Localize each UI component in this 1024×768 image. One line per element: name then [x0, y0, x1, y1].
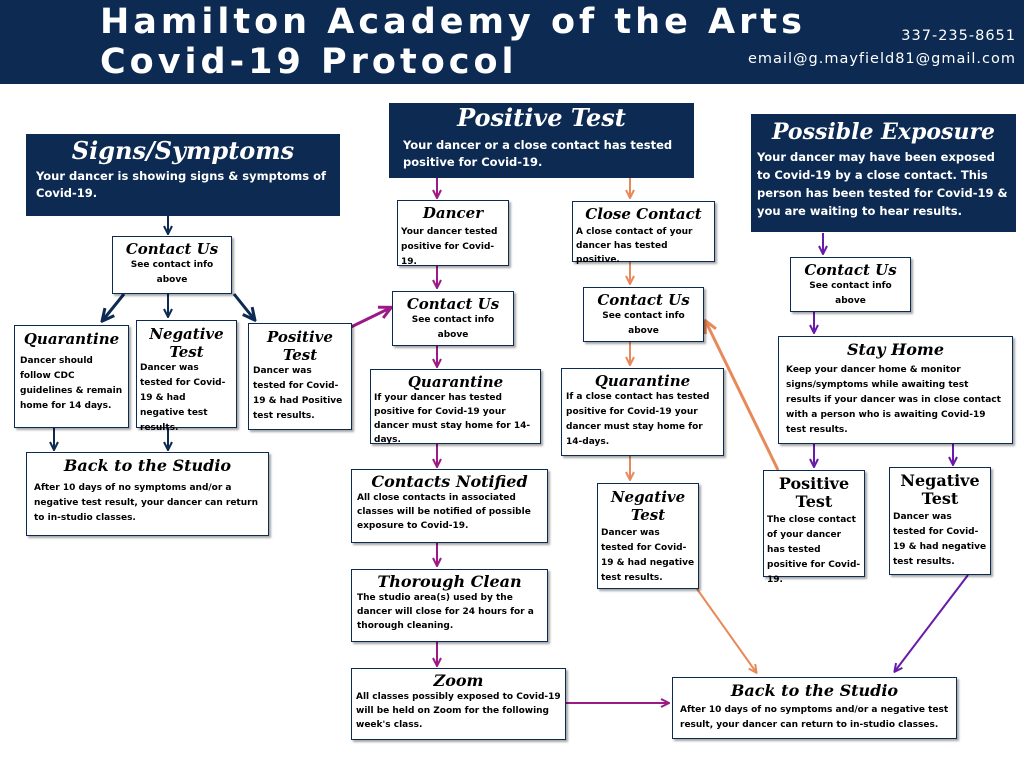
dancer-quarantine-box: Quarantine If your dancer has tested pos…: [370, 369, 541, 445]
contacts-notified-text: All close contacts in associated classes…: [357, 493, 531, 531]
positive-test-title: Positive Test: [457, 103, 626, 132]
close-contact-quarantine-title: Quarantine: [594, 372, 691, 390]
signs-contact-us-text: See contact info above: [130, 260, 214, 285]
close-contact-quarantine-box: Quarantine If a close contact has tested…: [561, 368, 724, 456]
signs-contact-us-box: Contact Us See contact info above: [112, 236, 232, 294]
thorough-clean-title: Thorough Clean: [377, 572, 522, 591]
back-to-studio-title: Back to the Studio: [730, 681, 899, 700]
dancer-quarantine-text: If your dancer has tested positive for C…: [374, 393, 531, 445]
arrow-negative-to-back-o: [696, 588, 756, 672]
close-contact-contact-us-title: Contact Us: [597, 291, 690, 309]
exposure-negative-test-box: Negative Test Dancer was tested for Covi…: [889, 467, 991, 575]
signs-quarantine-title: Quarantine: [23, 330, 120, 348]
zoom-box: Zoom All classes possibly exposed to Cov…: [351, 668, 566, 740]
exposure-positive-test-box: Positive Test The close contact of your …: [763, 470, 865, 585]
header-banner: Hamilton Academy of the Arts Covid-19 Pr…: [0, 0, 1024, 84]
close-contact-negative-test-text: Dancer was tested for Covid-19 & had neg…: [601, 528, 695, 583]
page-title-line-2: Covid-19 Protocol: [100, 42, 518, 82]
exposure-contact-us-title: Contact Us: [804, 261, 897, 279]
exposure-negative-test-title: Negative Test: [900, 471, 980, 508]
close-contact-text: A close contact of your dancer has teste…: [576, 227, 693, 265]
contacts-notified-box: Contacts Notified All close contacts in …: [351, 469, 548, 543]
exposure-contact-us-text: See contact info above: [809, 281, 892, 306]
dancer-contact-us-title: Contact Us: [406, 295, 500, 313]
signs-back-to-studio-box: Back to the Studio After 10 days of no s…: [26, 452, 269, 536]
dancer-box: Dancer Your dancer tested positive for C…: [397, 200, 509, 267]
signs-negative-test-title: Negative Test: [149, 325, 224, 361]
close-contact-negative-test-title: Negative Test: [610, 488, 686, 524]
dancer-quarantine-title: Quarantine: [407, 373, 504, 391]
possible-exposure-panel: Possible Exposure Your dancer may have b…: [751, 114, 1016, 232]
dancer-text: Your dancer tested positive for Covid-19…: [401, 227, 498, 267]
signs-negative-test-box: Negative Test Dancer was tested for Covi…: [136, 320, 237, 433]
dancer-contact-us-box: Contact Us See contact info above: [392, 291, 514, 346]
dancer-title: Dancer: [422, 204, 484, 222]
signs-quarantine-box: Quarantine Dancer should follow CDC guid…: [14, 325, 129, 428]
stay-home-text: Keep your dancer home & monitor signs/sy…: [786, 365, 1001, 435]
thorough-clean-text: The studio area(s) used by the dancer wi…: [357, 593, 534, 631]
signs-positive-test-text: Dancer was tested for Covid-19 & had Pos…: [253, 366, 343, 421]
exposure-positive-test-text: The close contact of your dancer has tes…: [767, 515, 861, 585]
zoom-title: Zoom: [433, 671, 484, 690]
signs-quarantine-text: Dancer should follow CDC guidelines & re…: [20, 356, 123, 411]
arrow-exposure-positive-to-close-contact: [706, 322, 780, 471]
close-contact-quarantine-text: If a close contact has tested positive f…: [566, 392, 710, 447]
close-contact-negative-test-box: Negative Test Dancer was tested for Covi…: [597, 483, 699, 589]
zoom-text: All classes possibly exposed to Covid-19…: [356, 692, 561, 730]
exposure-contact-us-box: Contact Us See contact info above: [790, 257, 911, 312]
close-contact-title: Close Contact: [585, 205, 702, 223]
possible-exposure-title: Possible Exposure: [771, 119, 996, 145]
signs-symptoms-text: Your dancer is showing signs & symptoms …: [36, 169, 326, 200]
arrow-signs-positive-to-dancer-contact: [350, 308, 390, 329]
close-contact-box: Close Contact A close contact of your da…: [572, 201, 715, 265]
back-to-studio-text: After 10 days of no symptoms and/or a ne…: [680, 705, 949, 730]
email-address[interactable]: email@g.mayfield81@gmail.com: [748, 51, 1016, 67]
arrow-negative-to-back-v: [895, 574, 969, 671]
signs-contact-us-title: Contact Us: [125, 240, 219, 258]
signs-positive-test-box: Positive Test Dancer was tested for Covi…: [248, 323, 352, 430]
page-title-line-1: Hamilton Academy of the Arts: [100, 2, 806, 42]
back-to-studio-box: Back to the Studio After 10 days of no s…: [672, 677, 957, 739]
stay-home-title: Stay Home: [846, 340, 945, 359]
signs-symptoms-title: Signs/Symptoms: [71, 136, 295, 165]
signs-negative-test-text: Dancer was tested for Covid-19 & had neg…: [140, 363, 226, 433]
positive-test-panel: Positive Test Your dancer or a close con…: [389, 103, 694, 178]
stay-home-box: Stay Home Keep your dancer home & monito…: [778, 336, 1013, 444]
close-contact-contact-us-box: Contact Us See contact info above: [583, 287, 704, 342]
exposure-negative-test-text: Dancer was tested for Covid-19 & had neg…: [893, 512, 987, 567]
thorough-clean-box: Thorough Clean The studio area(s) used b…: [351, 569, 548, 642]
positive-test-text: Your dancer or a close contact has teste…: [403, 138, 673, 169]
signs-symptoms-panel: Signs/Symptoms Your dancer is showing si…: [26, 134, 340, 216]
arrow-contact-to-quarantine: [103, 293, 126, 320]
signs-positive-test-title: Positive Test: [267, 328, 333, 364]
signs-back-to-studio-text: After 10 days of no symptoms and/or a ne…: [34, 483, 258, 523]
dancer-contact-us-text: See contact info above: [411, 315, 495, 340]
signs-back-to-studio-title: Back to the Studio: [63, 456, 232, 475]
possible-exposure-text: Your dancer may have been exposed to Cov…: [757, 150, 1008, 218]
phone-number[interactable]: 337-235-8651: [901, 28, 1016, 44]
arrow-contact-to-positive: [232, 293, 254, 319]
exposure-positive-test-title: Positive Test: [778, 474, 850, 511]
contacts-notified-title: Contacts Notified: [371, 472, 528, 491]
close-contact-contact-us-text: See contact info above: [602, 311, 685, 336]
